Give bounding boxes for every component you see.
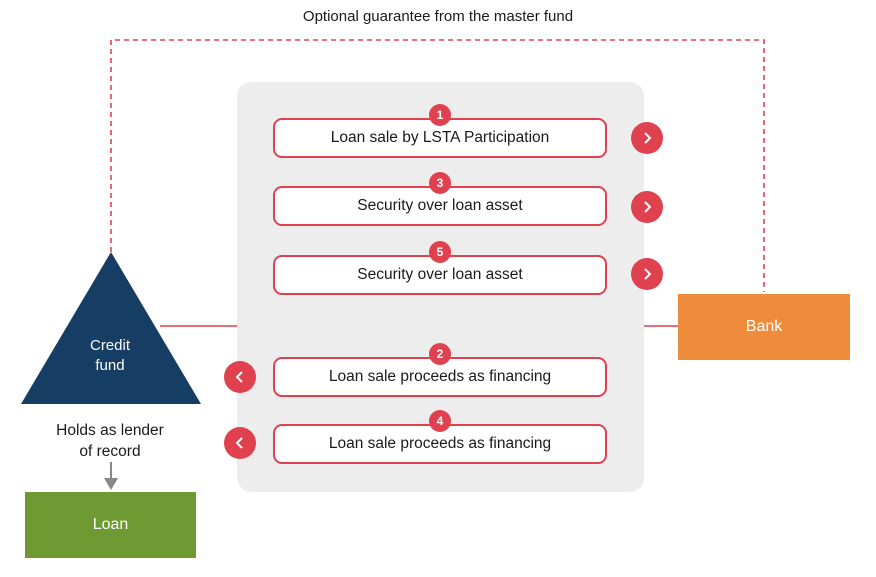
guarantee-dashed-line: [110, 39, 765, 292]
loan-box: Loan: [25, 492, 196, 558]
credit-fund-triangle: [21, 252, 201, 404]
bank-box: Bank: [678, 294, 850, 360]
holds-label-line2: of record: [79, 443, 141, 460]
credit-fund-label: Credit fund: [62, 336, 158, 376]
holds-label: Holds as lender of record: [20, 420, 200, 462]
chevron-left-icon: [224, 427, 256, 459]
step-2-label: Loan sale proceeds as financing: [328, 368, 552, 385]
step-5-badge: 5: [429, 241, 451, 263]
step-5-label: Security over loan asset: [357, 266, 523, 283]
step-2-badge: 2: [429, 343, 451, 365]
guarantee-label: Optional guarantee from the master fund: [302, 8, 574, 25]
fund-to-loan-arrowhead: [104, 478, 118, 490]
chevron-right-icon: [631, 191, 663, 223]
credit-fund-label-line1: Credit: [89, 337, 130, 354]
step-1-box: Loan sale by LSTA Participation: [273, 118, 607, 158]
chevron-right-icon: [631, 122, 663, 154]
holds-label-line1: Holds as lender: [56, 422, 164, 439]
chevron-left-icon: [224, 361, 256, 393]
step-1-label: Loan sale by LSTA Participation: [330, 129, 550, 146]
step-1-badge: 1: [429, 104, 451, 126]
step-3-label: Security over loan asset: [357, 197, 523, 214]
bank-label: Bank: [745, 318, 783, 335]
step-3-badge: 3: [429, 172, 451, 194]
step-4-badge: 4: [429, 410, 451, 432]
credit-fund-label-line2: fund: [95, 357, 125, 374]
step-4-label: Loan sale proceeds as financing: [328, 435, 552, 452]
chevron-right-icon: [631, 258, 663, 290]
loan-label: Loan: [92, 516, 129, 533]
